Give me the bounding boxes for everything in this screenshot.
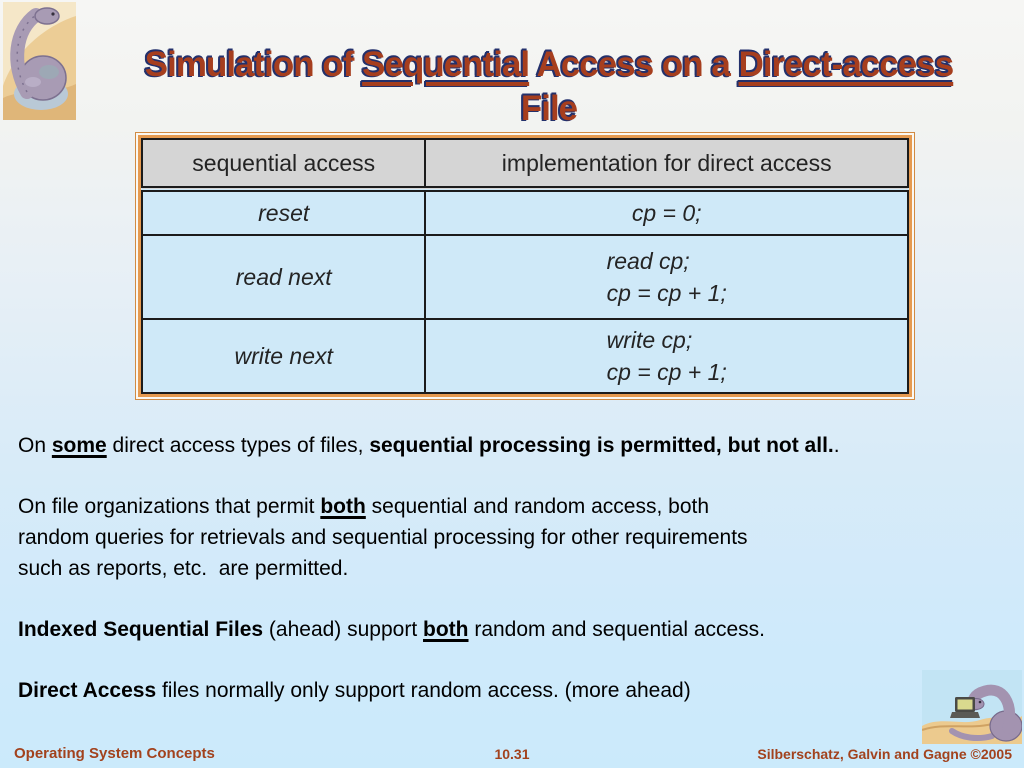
footer-page-number: 10.31: [494, 746, 530, 762]
sequential-access-cell: write next: [140, 318, 427, 394]
footer-authors: Silberschatz, Galvin and Gagne ©2005: [757, 746, 1012, 762]
implementation-line: cp = cp + 1;: [606, 280, 727, 306]
implementation-line: write cp;: [606, 327, 693, 353]
text-run: On: [18, 434, 52, 457]
text-run: direct access types of files,: [106, 434, 370, 457]
dinosaur-with-laptop-image: [922, 670, 1022, 744]
text-run: Direct-access: [738, 45, 955, 85]
paragraph: Direct Access files normally only suppor…: [18, 675, 1020, 706]
table-row: read next read cp; cp = cp + 1;: [140, 234, 909, 320]
text-run: some: [51, 434, 107, 457]
implementation-line: cp = 0;: [631, 200, 702, 226]
table-header-cell: sequential access: [140, 138, 427, 192]
text-run: Indexed Sequential Files: [18, 618, 264, 641]
paragraph: On file organizations that permit both s…: [18, 491, 1020, 584]
text-run: (ahead) support: [263, 618, 424, 641]
text-run: Access on a: [529, 45, 739, 85]
dinosaur-reading-image: [3, 2, 76, 120]
sequential-access-cell: reset: [140, 188, 427, 236]
text-run: sequential processing is permitted, but …: [369, 434, 834, 457]
footer: Operating System Concepts 10.31 Silbersc…: [0, 742, 1024, 762]
implementation-cell: write cp; cp = cp + 1;: [424, 318, 909, 394]
sequential-access-cell: read next: [140, 234, 427, 320]
text-run: random and sequential access.: [468, 618, 766, 641]
paragraph: Indexed Sequential Files (ahead) support…: [18, 614, 1020, 645]
text-run: Direct Access: [18, 679, 157, 702]
text-run: both: [423, 618, 469, 641]
table-row: reset cp = 0;: [140, 188, 909, 236]
text-run: File: [520, 89, 578, 129]
text-run: sequential and random access, both rando…: [18, 495, 748, 580]
table-body: reset cp = 0; read next read cp; cp = cp + 1…: [140, 188, 909, 394]
text-run: Simulation of: [144, 45, 363, 85]
footer-book-title: Operating System Concepts: [14, 745, 215, 762]
implementation-line: read cp;: [606, 248, 690, 274]
implementation-cell: read cp; cp = cp + 1;: [424, 234, 909, 320]
table-row: write next write cp; cp = cp + 1;: [140, 318, 909, 394]
table-header-cell: implementation for direct access: [424, 138, 909, 192]
text-run: both: [320, 495, 366, 518]
text-run: Sequential: [362, 45, 530, 85]
text-run: .: [833, 434, 840, 457]
text-run: On file organizations that permit: [18, 495, 321, 518]
body-text: On some direct access types of files, se…: [18, 430, 1020, 736]
text-run: files normally only support random acces…: [156, 679, 691, 702]
slide-title: Simulation of Sequential Access on a Dir…: [80, 43, 1018, 131]
implementation-line: cp = cp + 1;: [606, 359, 727, 385]
implementation-cell: cp = 0;: [424, 188, 909, 236]
paragraph: On some direct access types of files, se…: [18, 430, 1020, 461]
